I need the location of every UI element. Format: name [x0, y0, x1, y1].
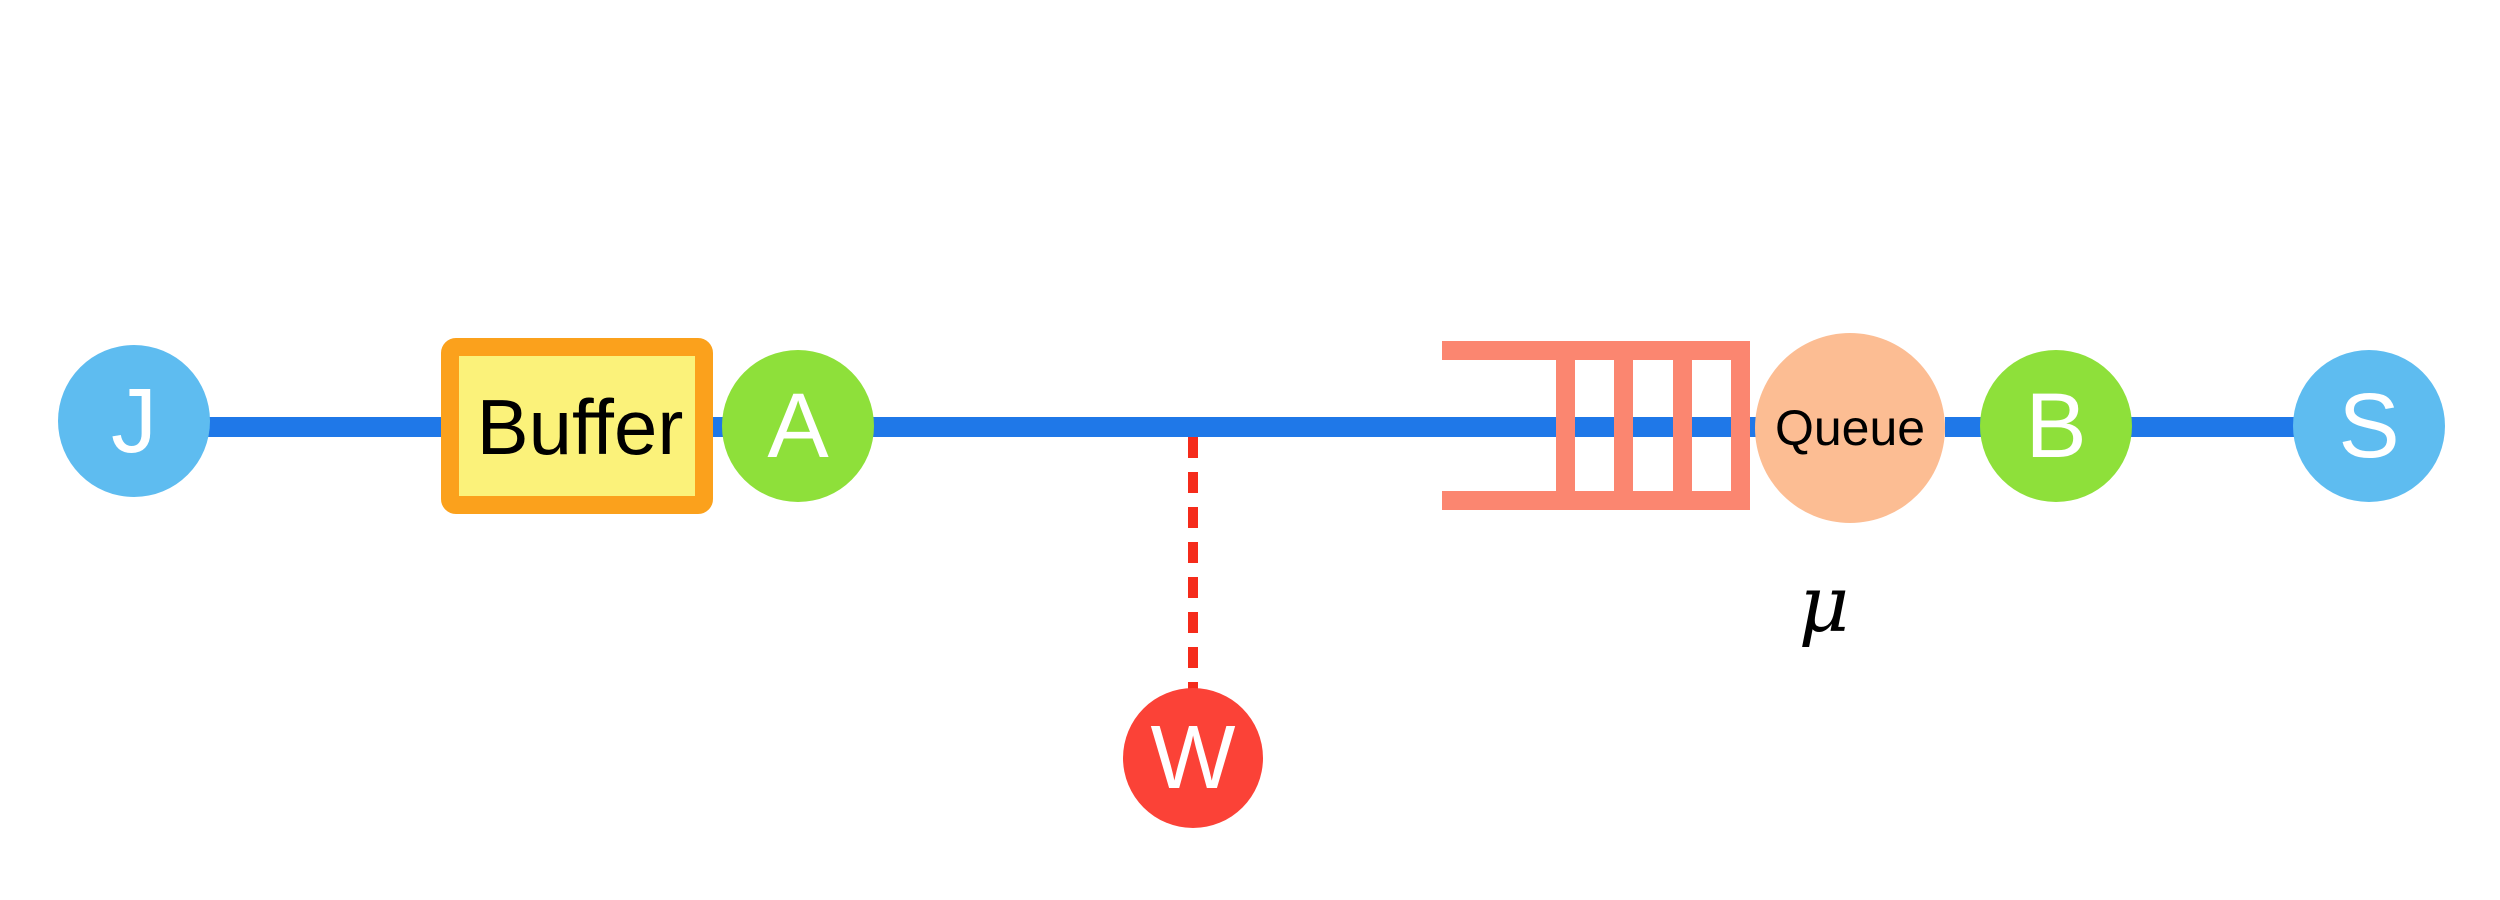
queue-slot-2 — [1614, 341, 1633, 510]
service-rate-label: μ — [1799, 560, 1850, 650]
node-w — [1123, 688, 1263, 828]
node-b — [1980, 350, 2132, 502]
node-j — [58, 345, 210, 497]
node-w-label: W — [1151, 708, 1236, 808]
queue-label: Queue — [1775, 400, 1925, 456]
queue-slot-3 — [1673, 341, 1692, 510]
node-a-label: A — [767, 375, 829, 477]
node-b-label: B — [2025, 375, 2086, 477]
queue-rail-bottom — [1442, 491, 1750, 510]
queue-rail-top — [1442, 341, 1750, 360]
node-s — [2293, 350, 2445, 502]
node-a — [722, 350, 874, 502]
buffer-box — [441, 338, 713, 514]
queue-rails — [1442, 341, 1750, 510]
node-s-label: S — [2338, 375, 2399, 477]
queue-slot-4 — [1731, 341, 1750, 510]
node-j-label: J — [111, 370, 157, 472]
buffer-label: Buffer — [477, 383, 684, 471]
queue-server — [1755, 333, 1945, 523]
queue-slot-1 — [1556, 341, 1575, 510]
